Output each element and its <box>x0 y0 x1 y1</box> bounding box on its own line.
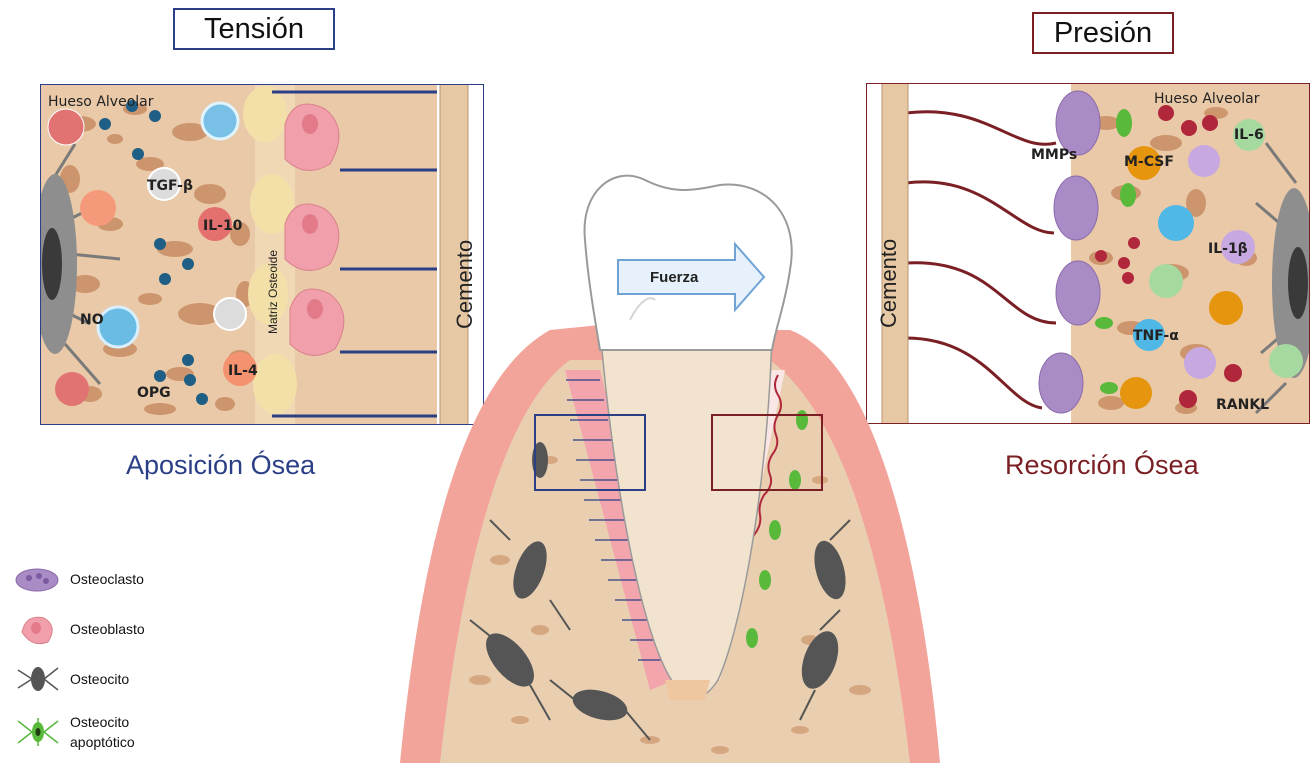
label-no: NO <box>80 312 104 328</box>
pressure-title: Presión <box>1032 12 1174 54</box>
label-rankl: RANKL <box>1216 397 1269 413</box>
label-mmps: MMPs <box>1031 147 1077 163</box>
legend-item: Osteoblasto <box>14 612 145 646</box>
tension-bone-label: Hueso Alveolar <box>48 94 154 110</box>
tension-title-text: Tensión <box>204 13 304 46</box>
legend-item: Osteocito <box>14 662 129 696</box>
label-tgf-beta: TGF-β <box>147 178 193 194</box>
label-il-6: IL-6 <box>1234 127 1264 143</box>
legend-label: Osteocito apoptótico <box>70 712 135 752</box>
bone-resorption-caption: Resorción Ósea <box>1005 450 1199 481</box>
legend-label: Osteoblasto <box>70 621 145 637</box>
legend-label: Osteocito <box>70 671 129 687</box>
label-m-csf: M-CSF <box>1124 154 1174 170</box>
label-il-10: IL-10 <box>203 218 243 234</box>
pressure-bone-label: Hueso Alveolar <box>1154 91 1260 107</box>
osteoclast-icon <box>14 566 60 592</box>
tooth-illustration: Fuerza <box>400 160 940 763</box>
pressure-title-text: Presión <box>1054 17 1152 50</box>
label-il-4: IL-4 <box>228 363 258 379</box>
label-opg: OPG <box>137 385 171 401</box>
bone-apposition-caption: Aposición Ósea <box>126 450 315 481</box>
legend-item: Osteocito apoptótico <box>14 712 135 752</box>
osteoid-matrix-label: Matriz Osteoide <box>266 250 280 334</box>
tension-title: Tensión <box>173 8 335 50</box>
osteocyte-icon <box>14 662 60 696</box>
label-il-1beta: IL-1β <box>1208 241 1248 257</box>
legend-item: Osteoclasto <box>14 566 144 592</box>
apoptotic-osteocyte-icon <box>14 715 60 749</box>
legend-label: Osteoclasto <box>70 571 144 587</box>
label-tnf-alpha: TNF-α <box>1133 328 1179 344</box>
force-label: Fuerza <box>650 269 699 286</box>
osteoblast-icon <box>14 612 60 646</box>
